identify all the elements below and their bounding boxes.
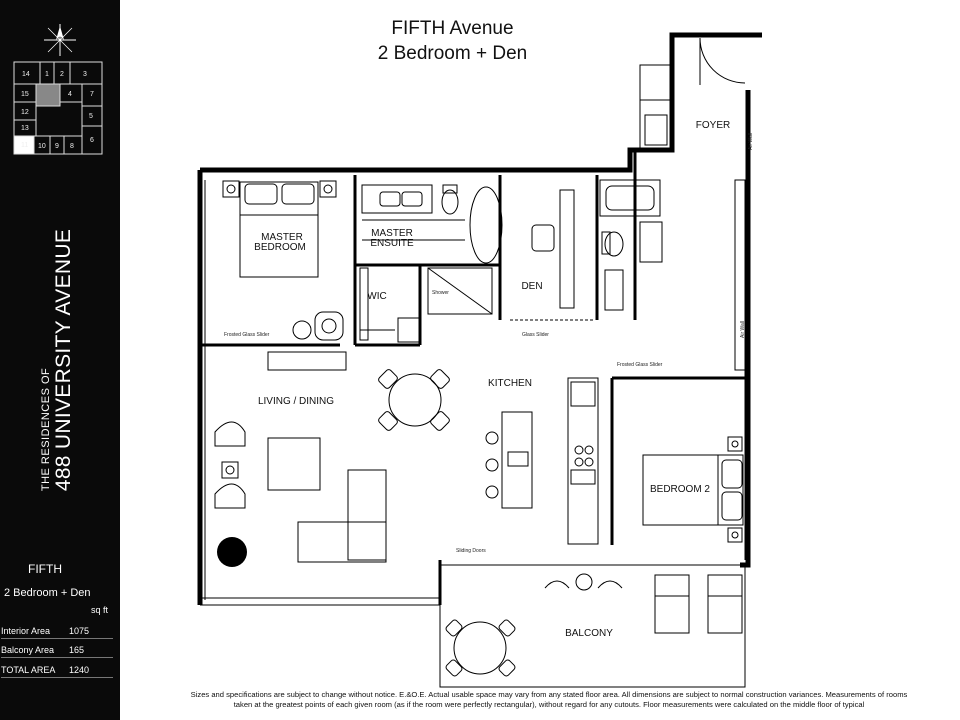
kitchen-counter — [567, 377, 599, 545]
bedroom2-bed — [642, 436, 744, 543]
note-shower: Shower — [432, 290, 449, 296]
sidebar: 14 1 2 3 15 12 4 13 11 5 10 9 8 6 7 THE … — [0, 0, 120, 720]
stat-label: TOTAL AREA — [1, 665, 56, 675]
plan-subtitle: 2 Bedroom + Den — [377, 43, 528, 64]
keyplan-unit-label: 15 — [21, 91, 29, 98]
note-sliding-doors: Sliding Doors — [456, 548, 486, 554]
keyplan-unit-label: 6 — [90, 137, 94, 144]
foyer-storage — [734, 179, 746, 371]
room-label-den: DEN — [521, 281, 542, 292]
building-name-small: THE RESIDENCES OF — [40, 367, 52, 492]
keyplan-unit-label: 4 — [68, 91, 72, 98]
disclaimer-line-2: taken at the greatest points of each giv… — [233, 700, 865, 709]
keyplan-unit-label: 12 — [21, 109, 29, 116]
keyplan-unit-label: 8 — [70, 143, 74, 150]
entry-door — [699, 37, 746, 85]
closet-shelving — [359, 267, 421, 343]
room-label-living-dining: LIVING / DINING — [258, 396, 334, 407]
building-name: THE RESIDENCES OF 488 UNIVERSITY AVENUE — [28, 190, 88, 530]
keyplan-unit-label: 5 — [89, 113, 93, 120]
balcony-furniture — [439, 564, 746, 688]
stat-label: Interior Area — [1, 626, 51, 636]
exterior-walls — [197, 32, 762, 605]
stat-value: 1075 — [69, 626, 90, 636]
room-label-bedroom-2: BEDROOM 2 — [650, 484, 710, 495]
armchair-icon — [292, 311, 344, 341]
keyplan-unit-label: 10 — [38, 143, 46, 150]
note-air-wall: Air Wall — [748, 133, 754, 150]
room-label-master-ensuite: ENSUITE — [370, 238, 414, 249]
kitchen-island — [485, 411, 533, 509]
note-frosted-glass-slider: Frosted Glass Slider — [617, 362, 663, 368]
keyplan-unit-label: 7 — [90, 91, 94, 98]
stat-value: 1240 — [69, 665, 90, 675]
interior-walls — [200, 150, 745, 605]
keyplan-unit-label: 13 — [21, 125, 29, 132]
foyer-closet — [639, 64, 671, 151]
room-label-master-bedroom: MASTER — [261, 232, 303, 243]
note-air-wall: Air Wall — [740, 321, 746, 338]
living-furniture — [214, 351, 387, 563]
plan-title-block: FIFTH Avenue 2 Bedroom + Den — [330, 16, 575, 66]
plan-title: FIFTH Avenue — [391, 18, 514, 39]
disclaimer: Sizes and specifications are subject to … — [138, 690, 960, 710]
room-label-foyer: FOYER — [696, 120, 730, 131]
room-label-kitchen: KITCHEN — [488, 378, 532, 389]
plant-icon — [217, 537, 247, 567]
stat-row-total: TOTAL AREA 1240 — [1, 665, 113, 678]
dining-table — [378, 369, 450, 431]
north-compass-icon — [44, 24, 76, 56]
stat-value: 165 — [69, 645, 85, 655]
building-name-big: 488 UNIVERSITY AVENUE — [52, 228, 75, 492]
room-label-wic: WIC — [367, 291, 386, 302]
stat-row-interior: Interior Area 1075 — [1, 626, 113, 639]
room-label-master-ensuite: MASTER — [371, 228, 413, 239]
disclaimer-line-1: Sizes and specifications are subject to … — [190, 690, 908, 699]
keyplan-unit-label: 2 — [60, 71, 64, 78]
master-bed — [239, 181, 319, 278]
keyplan-unit-label: 11 — [21, 142, 28, 149]
nightstand-lamp-icon — [222, 180, 337, 198]
room-label-balcony: BALCONY — [565, 628, 613, 639]
ensuite-fixtures — [361, 184, 503, 315]
keyplan-unit-label: 9 — [55, 143, 59, 150]
stats-unit: sq ft — [91, 605, 109, 615]
note-glass-slider: Glass Slider — [522, 332, 549, 338]
keyplan-unit-label: 14 — [22, 71, 30, 78]
note-frosted-glass-slider: Frosted Glass Slider — [224, 332, 270, 338]
floor-plan: MASTER BEDROOM MASTER ENSUITE WIC DEN FO… — [197, 32, 762, 688]
key-plan-diagram: 14 1 2 3 15 12 4 13 11 5 10 9 8 6 7 — [13, 61, 103, 155]
second-bathroom-fixtures — [599, 179, 663, 311]
stat-row-balcony: Balcony Area 165 — [1, 645, 113, 658]
keyplan-unit-label: 1 — [45, 71, 49, 78]
stat-label: Balcony Area — [1, 645, 55, 655]
room-label-master-bedroom: BEDROOM — [254, 242, 306, 253]
keyplan-unit-label: 3 — [83, 71, 87, 78]
unit-type: 2 Bedroom + Den — [4, 587, 91, 599]
den-desk — [510, 189, 595, 321]
unit-name: FIFTH — [28, 562, 62, 576]
